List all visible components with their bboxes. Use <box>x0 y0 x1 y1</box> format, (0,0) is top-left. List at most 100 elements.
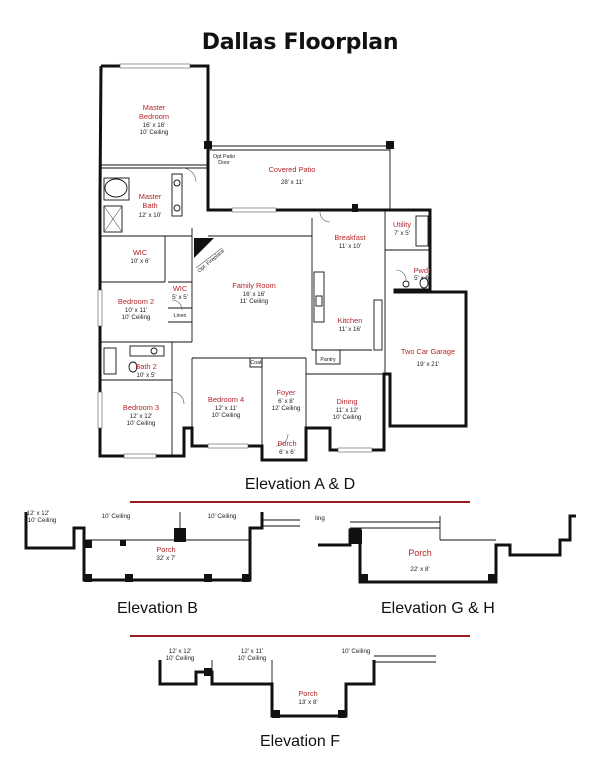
room-name: WIC <box>133 248 148 257</box>
room-name: Covered Patio <box>269 165 316 174</box>
fireplace-hearth <box>195 247 223 269</box>
vanity <box>129 345 165 357</box>
elev-ceiling-label: 10' Ceiling <box>342 648 371 655</box>
pantry-box <box>315 349 341 365</box>
elev-ceiling-label: 10' Ceiling <box>166 655 195 662</box>
room-name: Kitchen <box>338 316 363 325</box>
interior-walls <box>100 164 430 456</box>
sink-icon <box>150 347 158 355</box>
room-size: 10' x 6' <box>130 258 149 265</box>
elev-ceiling-label: 10' Ceiling <box>208 513 237 520</box>
elev-ceiling-label: 10' Ceiling <box>102 513 131 520</box>
covered-patio-outline <box>208 145 391 210</box>
vanity <box>171 173 183 217</box>
room-size: 11' x 12' <box>336 407 358 414</box>
toilet-icon <box>419 277 429 289</box>
room-size: 7' x 5' <box>394 230 410 237</box>
elev-ceiling-label: 12' x 12' <box>27 510 50 517</box>
section-divider <box>130 501 470 503</box>
room-size: 11' x 16' <box>339 326 361 333</box>
elev-porch-size: 32' x 7' <box>156 555 175 562</box>
room-ceiling: 11' Ceiling <box>240 298 269 305</box>
note-label: Opt. Fireplace <box>197 248 226 274</box>
room-size: 5' x 5' <box>172 294 188 301</box>
room-size: 12' x 11' <box>215 405 237 412</box>
room-size: 11' x 10' <box>339 243 361 250</box>
section-divider <box>130 635 470 637</box>
room-name: Family Room <box>232 281 276 290</box>
room-size: 28' x 11' <box>281 179 303 186</box>
room-ceiling: 10' Ceiling <box>212 412 241 419</box>
elevation-ad-label: Elevation A & D <box>244 476 356 493</box>
shower <box>103 205 123 233</box>
room-size: 12' x 10' <box>139 212 162 219</box>
room-name: Master <box>143 103 166 112</box>
page-title: Dallas Floorplan <box>201 30 399 55</box>
room-size: 10' x 5' <box>136 372 155 379</box>
room-size: 16' x 16' <box>243 291 266 298</box>
kitchen-sink <box>315 295 323 307</box>
note-label: Opt Patio <box>213 154 235 160</box>
room-name: Bedroom <box>139 112 169 121</box>
elev-ceiling-label: 12' x 12' <box>169 648 192 655</box>
room-ceiling: 10' Ceiling <box>333 414 362 421</box>
closet-label: Linen <box>174 313 187 319</box>
elev-ceiling-label: ling <box>315 515 325 522</box>
room-name: Bedroom 2 <box>118 297 154 306</box>
bathtub <box>103 347 117 375</box>
room-name: Dining <box>337 397 358 406</box>
elev-ceiling-label: 10' Ceiling <box>238 655 267 662</box>
room-name: Bedroom 4 <box>208 395 244 404</box>
room-size: 16' x 16' <box>143 122 166 129</box>
main-floorplan: Master Bedroom 16' x 16' 10' Ceiling Cov… <box>97 63 468 462</box>
room-name: Master <box>139 192 162 201</box>
room-size: 5' x 6' <box>414 275 430 282</box>
room-ceiling: 12' Ceiling <box>272 405 301 412</box>
sink-icon <box>402 280 410 288</box>
patio-post <box>386 141 394 149</box>
fireplace <box>194 238 214 258</box>
elev-ceiling-label: 12' x 11' <box>241 648 263 655</box>
elevation-gh-drawing: ling Porch 22' x 8' <box>315 514 576 584</box>
room-name: Bath <box>142 201 157 210</box>
room-name: Porch <box>277 439 296 448</box>
elevation-b-label: Elevation B <box>117 600 198 617</box>
washer-dryer <box>415 215 429 247</box>
elev-ceiling-label: 10' Ceiling <box>28 517 57 524</box>
room-size: 12' x 12' <box>130 413 153 420</box>
elevation-gh-label: Elevation G & H <box>381 600 495 617</box>
closet-label: Coat <box>250 360 262 366</box>
room-name: Breakfast <box>334 233 365 242</box>
elev-porch-name: Porch <box>298 689 317 698</box>
closet-label: Pantry <box>320 357 336 363</box>
tub-surround <box>103 177 130 201</box>
room-size: 19' x 21' <box>417 361 440 368</box>
patio-post <box>204 141 212 149</box>
toilet-icon <box>128 361 138 373</box>
room-name: Foyer <box>277 388 296 397</box>
elevation-b-drawing: 12' x 12' 10' Ceiling 10' Ceiling 10' Ce… <box>24 510 300 582</box>
bathtub <box>104 178 128 198</box>
sink-icon <box>173 179 181 187</box>
room-ceiling: 10' Ceiling <box>127 420 156 427</box>
room-ceiling: 10' Ceiling <box>140 129 169 136</box>
elev-porch-size: 22' x 8' <box>410 566 429 573</box>
elev-porch-size: 13' x 8' <box>298 699 317 706</box>
room-ceiling: 10' Ceiling <box>122 314 151 321</box>
kitchen-counter <box>373 299 383 351</box>
room-name: Utility <box>393 220 411 229</box>
room-name: Bath 2 <box>135 362 156 371</box>
windows <box>97 63 373 459</box>
room-size: 6' x 6' <box>279 449 295 456</box>
note-label: Door <box>218 160 230 166</box>
room-name: WIC <box>173 284 188 293</box>
elevation-f-label: Elevation F <box>259 733 341 750</box>
elevation-f-drawing: 12' x 12' 10' Ceiling 12' x 11' 10' Ceil… <box>158 648 436 718</box>
room-size: 10' x 11' <box>125 307 147 314</box>
room-size: 6' x 8' <box>278 398 294 405</box>
room-name: Two Car Garage <box>401 347 455 356</box>
room-name: Pwdr <box>414 266 431 275</box>
patio-post <box>352 204 358 212</box>
elev-porch-name: Porch <box>156 545 175 554</box>
